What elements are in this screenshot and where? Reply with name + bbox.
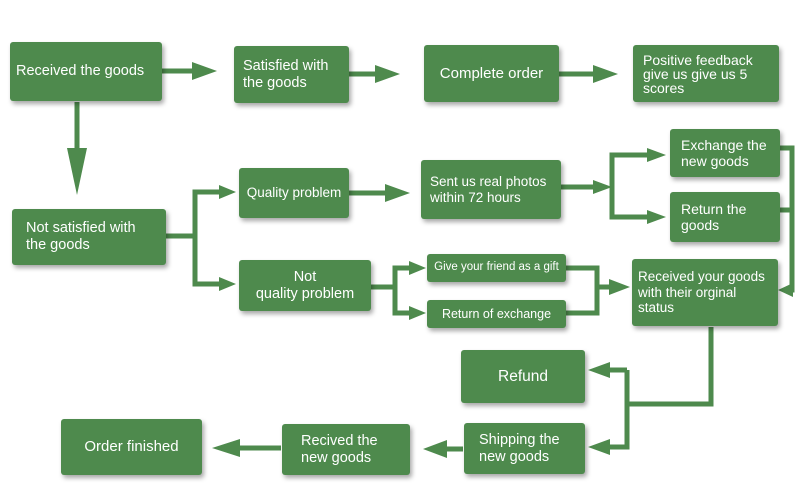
node-label: Received the goods	[16, 63, 145, 80]
node-label: Recived the new goods	[301, 432, 378, 466]
arrow-satisfied-to-complete	[349, 65, 400, 83]
node-shipping-new: Shipping the new goods	[464, 423, 585, 474]
arrow-right-side-to-original	[778, 145, 795, 297]
node-complete-order: Complete order	[424, 45, 559, 102]
node-return-exchange: Return of exchange	[427, 300, 566, 328]
arrow-not-satisfied-branch	[166, 185, 236, 291]
node-label: Return the goods	[681, 200, 747, 233]
arrow-merge-to-original	[566, 265, 630, 316]
node-refund: Refund	[461, 350, 585, 403]
node-received-goods: Received the goods	[10, 42, 162, 101]
node-label: Positive feedback give us give us 5 scor…	[643, 51, 753, 96]
node-order-finished: Order finished	[61, 419, 202, 475]
node-exchange-new: Exchange the new goods	[670, 129, 780, 177]
node-recived-new: Recived the new goods	[282, 424, 410, 475]
node-return-goods: Return the goods	[670, 192, 780, 242]
arrow-complete-to-feedback	[559, 65, 618, 83]
node-quality-problem: Quality problem	[239, 168, 349, 218]
node-label: Received your goods with their orginal s…	[638, 269, 765, 316]
arrow-received-to-not-satisfied	[67, 102, 87, 195]
node-label: Give your friend as a gift	[434, 261, 559, 274]
node-not-satisfied: Not satisfied with the goods	[12, 209, 166, 265]
arrow-received-to-satisfied	[162, 62, 217, 80]
node-label: Not quality problem	[255, 268, 355, 302]
node-label: Exchange the new goods	[681, 136, 767, 169]
arrow-quality-to-photos	[349, 184, 410, 202]
node-satisfied: Satisfied with the goods	[234, 46, 349, 103]
arrow-photos-branch	[561, 148, 666, 224]
node-label: Shipping the new goods	[479, 431, 560, 465]
node-positive-feedback: Positive feedback give us give us 5 scor…	[633, 45, 779, 102]
node-label: Quality problem	[246, 185, 342, 201]
node-label: Refund	[498, 367, 548, 385]
node-label: Satisfied with the goods	[243, 57, 329, 91]
node-not-quality-problem: Not quality problem	[239, 260, 371, 311]
node-sent-photos: Sent us real photos within 72 hours	[421, 160, 561, 219]
node-label: Sent us real photos within 72 hours	[430, 173, 547, 205]
node-label: Order finished	[84, 438, 179, 456]
arrow-shipping-to-recived	[423, 440, 463, 458]
node-label: Return of exchange	[441, 306, 552, 321]
node-received-original: Received your goods with their orginal s…	[632, 259, 778, 326]
node-label: Not satisfied with the goods	[26, 220, 136, 253]
node-give-friend: Give your friend as a gift	[427, 254, 566, 282]
arrow-not-quality-branch	[371, 261, 426, 320]
arrow-original-to-refund-shipping	[588, 327, 714, 455]
arrow-recived-to-finished	[212, 439, 281, 457]
node-label: Complete order	[439, 64, 544, 82]
